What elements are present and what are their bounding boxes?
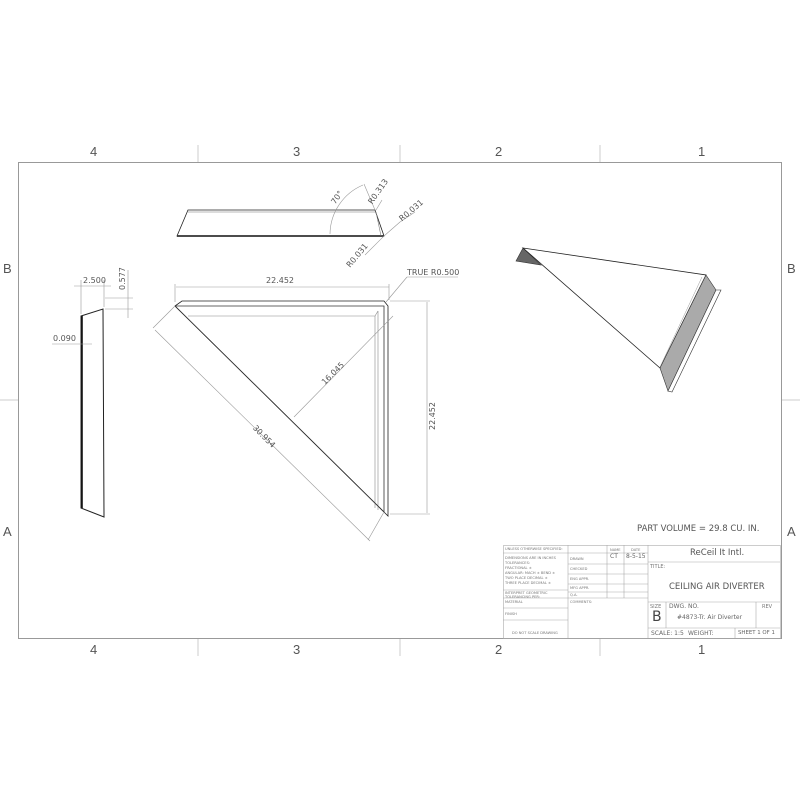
- zone-row-b-left: B: [3, 261, 12, 276]
- zone-col-4-bottom: 4: [90, 642, 98, 657]
- interpret-line: TOLERANCING PER:: [505, 595, 541, 599]
- col-name-header: NAME: [610, 548, 621, 552]
- drawn-date: 8-5-15: [626, 553, 646, 560]
- zone-row-a-right: A: [787, 524, 796, 539]
- dwg-no-label: DWG. NO.: [669, 603, 699, 610]
- comments-label: COMMENTS:: [570, 600, 593, 604]
- do-not-scale-note: DO NOT SCALE DRAWING: [512, 631, 558, 635]
- zone-col-3-top: 3: [293, 144, 301, 159]
- title-block-grid: [503, 545, 781, 639]
- drawing-border: [18, 162, 782, 639]
- zone-row-b-right: B: [787, 261, 796, 276]
- material-label: MATERIAL: [505, 600, 523, 604]
- row-label-qa: Q.A.: [570, 593, 578, 597]
- company-name: ReCeil It Intl.: [690, 548, 745, 558]
- finish-label: FINISH: [505, 612, 517, 616]
- interpret-line: INTERPRET GEOMETRIC: [505, 591, 548, 595]
- drawn-by: CT: [610, 553, 618, 560]
- front-view: [176, 183, 416, 256]
- row-label-eng-appr: ENG APPR.: [570, 577, 590, 581]
- col-date-header: DATE: [631, 548, 641, 552]
- spec-line: THREE PLACE DECIMAL ±: [505, 581, 551, 585]
- drawing-title: CEILING AIR DIVERTER: [669, 582, 765, 592]
- rev-label: REV: [762, 604, 773, 610]
- size-label: SIZE: [650, 604, 662, 610]
- title-label: TITLE:: [650, 564, 666, 570]
- dim-side-width: 2.500: [83, 276, 106, 285]
- spec-line: DIMENSIONS ARE IN INCHES: [505, 556, 556, 560]
- zone-col-2-bottom: 2: [495, 642, 503, 657]
- isometric-view: [515, 247, 722, 393]
- weight: WEIGHT:: [688, 630, 714, 637]
- row-label-checked: CHECKED: [570, 567, 588, 571]
- part-volume: PART VOLUME = 29.8 CU. IN.: [637, 524, 760, 534]
- zone-ticks: [0, 145, 800, 656]
- spec-line: TWO PLACE DECIMAL ±: [505, 576, 548, 580]
- sheet-size: B: [652, 609, 662, 625]
- zone-col-1-top: 1: [698, 144, 706, 159]
- dim-top-corner-radius: TRUE R0.500: [407, 268, 460, 277]
- scale: SCALE: 1:5: [651, 630, 684, 637]
- dim-side-height: 0.577: [118, 267, 127, 290]
- spec-line: ANGULAR: MACH ± BEND ±: [505, 571, 556, 575]
- dim-top-width: 22.452: [266, 276, 294, 285]
- sheet-number: SHEET 1 OF 1: [738, 630, 775, 636]
- spec-header: UNLESS OTHERWISE SPECIFIED:: [505, 547, 563, 551]
- side-view: [52, 270, 133, 518]
- top-view: [152, 276, 458, 542]
- spec-line: FRACTIONAL ±: [505, 566, 532, 570]
- dim-top-height: 22.452: [428, 402, 437, 430]
- zone-col-3-bottom: 3: [293, 642, 301, 657]
- zone-col-1-bottom: 1: [698, 642, 706, 657]
- dwg-number: #4873-Tr. Air Diverter: [677, 614, 743, 621]
- dim-side-thickness: 0.090: [53, 334, 76, 343]
- row-label-mfg-appr: MFG APPR.: [570, 586, 590, 590]
- zone-col-2-top: 2: [495, 144, 503, 159]
- zone-row-a-left: A: [3, 524, 12, 539]
- zone-col-4-top: 4: [90, 144, 98, 159]
- spec-line: TOLERANCES:: [505, 561, 531, 565]
- row-label-drawn: DRAWN: [570, 557, 584, 561]
